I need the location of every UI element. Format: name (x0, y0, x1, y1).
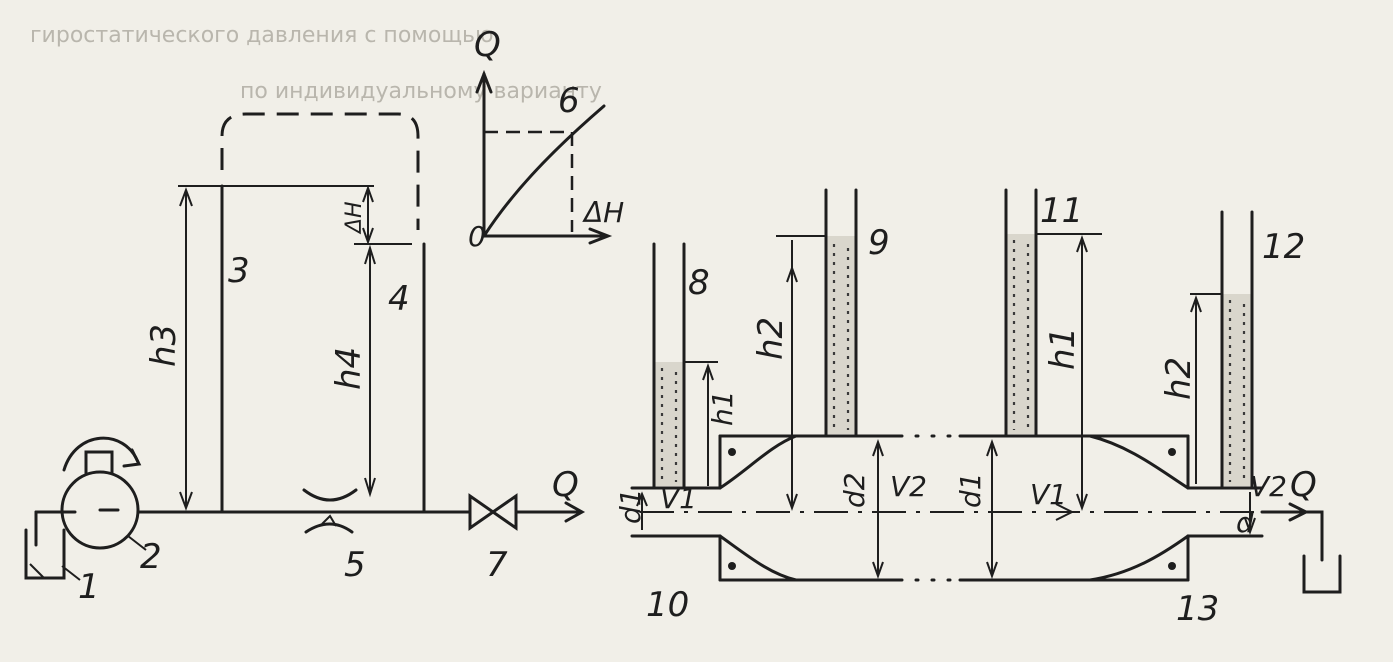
label-meter: 5 (344, 545, 366, 585)
outlet-tank (1302, 554, 1342, 594)
label-V1-left: V1 (660, 482, 697, 515)
dimension-dH (362, 185, 374, 245)
dimension-d1-left (636, 491, 648, 530)
label-Q-left-outlet: Q (552, 465, 579, 505)
corner-dot (728, 562, 736, 570)
dimension-h1-small (702, 363, 714, 486)
label-tube-11: 11 (1040, 191, 1083, 231)
label-h4: h4 (329, 347, 369, 390)
label-h3: h3 (144, 324, 184, 367)
dimension-h4 (364, 244, 376, 498)
label-piezometer-3: 3 (228, 251, 250, 291)
dimension-h2-left (786, 240, 798, 511)
label-pump: 2 (140, 537, 162, 577)
label-d-right: d (1236, 506, 1254, 539)
label-piezometer-4: 4 (388, 279, 410, 319)
characteristic-graph (475, 69, 613, 245)
dimension-h2-right (1190, 295, 1202, 484)
contraction-curve-top (1088, 434, 1190, 490)
label-tube-12: 12 (1262, 227, 1305, 267)
supply-tank (24, 510, 77, 580)
label-d2: d2 (838, 472, 871, 508)
pump (60, 436, 142, 550)
expansion-curve-bottom (718, 534, 798, 582)
background-text-line-2: по индивидуальному варианту (240, 79, 602, 104)
label-V2-right: V2 (1250, 470, 1287, 503)
dashed-connector (220, 112, 420, 230)
leader-pump (127, 535, 147, 551)
contraction-curve-bottom (1088, 534, 1190, 582)
label-d1-mid: d1 (954, 472, 987, 508)
label-graph-origin: 0 (468, 220, 486, 253)
valve (468, 493, 518, 531)
leader-tank (61, 565, 81, 581)
outlet-flow-line (1260, 510, 1324, 562)
expansion-curve-top (718, 434, 798, 490)
label-graph-dH: ΔH (582, 196, 624, 229)
dimension-d1-mid (986, 439, 998, 579)
outlet-flow-arrow-icon (1288, 502, 1310, 522)
label-graph-Q: Q (474, 25, 501, 65)
label-h2-right: h2 (1159, 357, 1199, 400)
dimension-h3 (179, 187, 193, 511)
label-valve: 7 (486, 545, 508, 585)
flow-meter (302, 488, 358, 534)
label-sudden-contraction: 13 (1176, 589, 1219, 629)
background-text-line-1: гиростатического давления с помощью (30, 23, 494, 48)
corner-dot (1168, 448, 1176, 456)
label-tube-9: 9 (868, 223, 890, 263)
dimension-h1-mid (1076, 235, 1088, 511)
dimension-d2 (872, 439, 884, 579)
label-graph-number: 6 (558, 81, 580, 121)
label-dH: ΔH (342, 201, 367, 235)
flow-arrow-icon (1055, 503, 1075, 521)
label-d1-left: d1 (614, 488, 647, 524)
corner-dot (1168, 562, 1176, 570)
corner-dot (728, 448, 736, 456)
label-V2-left: V2 (890, 470, 927, 503)
label-h1-small: h1 (706, 390, 739, 426)
label-Q-right-outlet: Q (1290, 465, 1317, 505)
outlet-arrow-icon (564, 501, 586, 523)
piezometer-tube-12 (1220, 210, 1254, 490)
label-tube-8: 8 (688, 263, 710, 303)
piezometer-tube-8 (652, 242, 686, 490)
piezometer-tube-9 (824, 188, 858, 438)
piezometer-tube-11 (1004, 188, 1038, 438)
dimension-d-right (1244, 492, 1256, 535)
label-h2-left: h2 (751, 317, 791, 360)
label-sudden-expansion: 10 (646, 585, 689, 625)
label-tank: 1 (78, 567, 100, 607)
label-h1-mid: h1 (1043, 327, 1083, 370)
